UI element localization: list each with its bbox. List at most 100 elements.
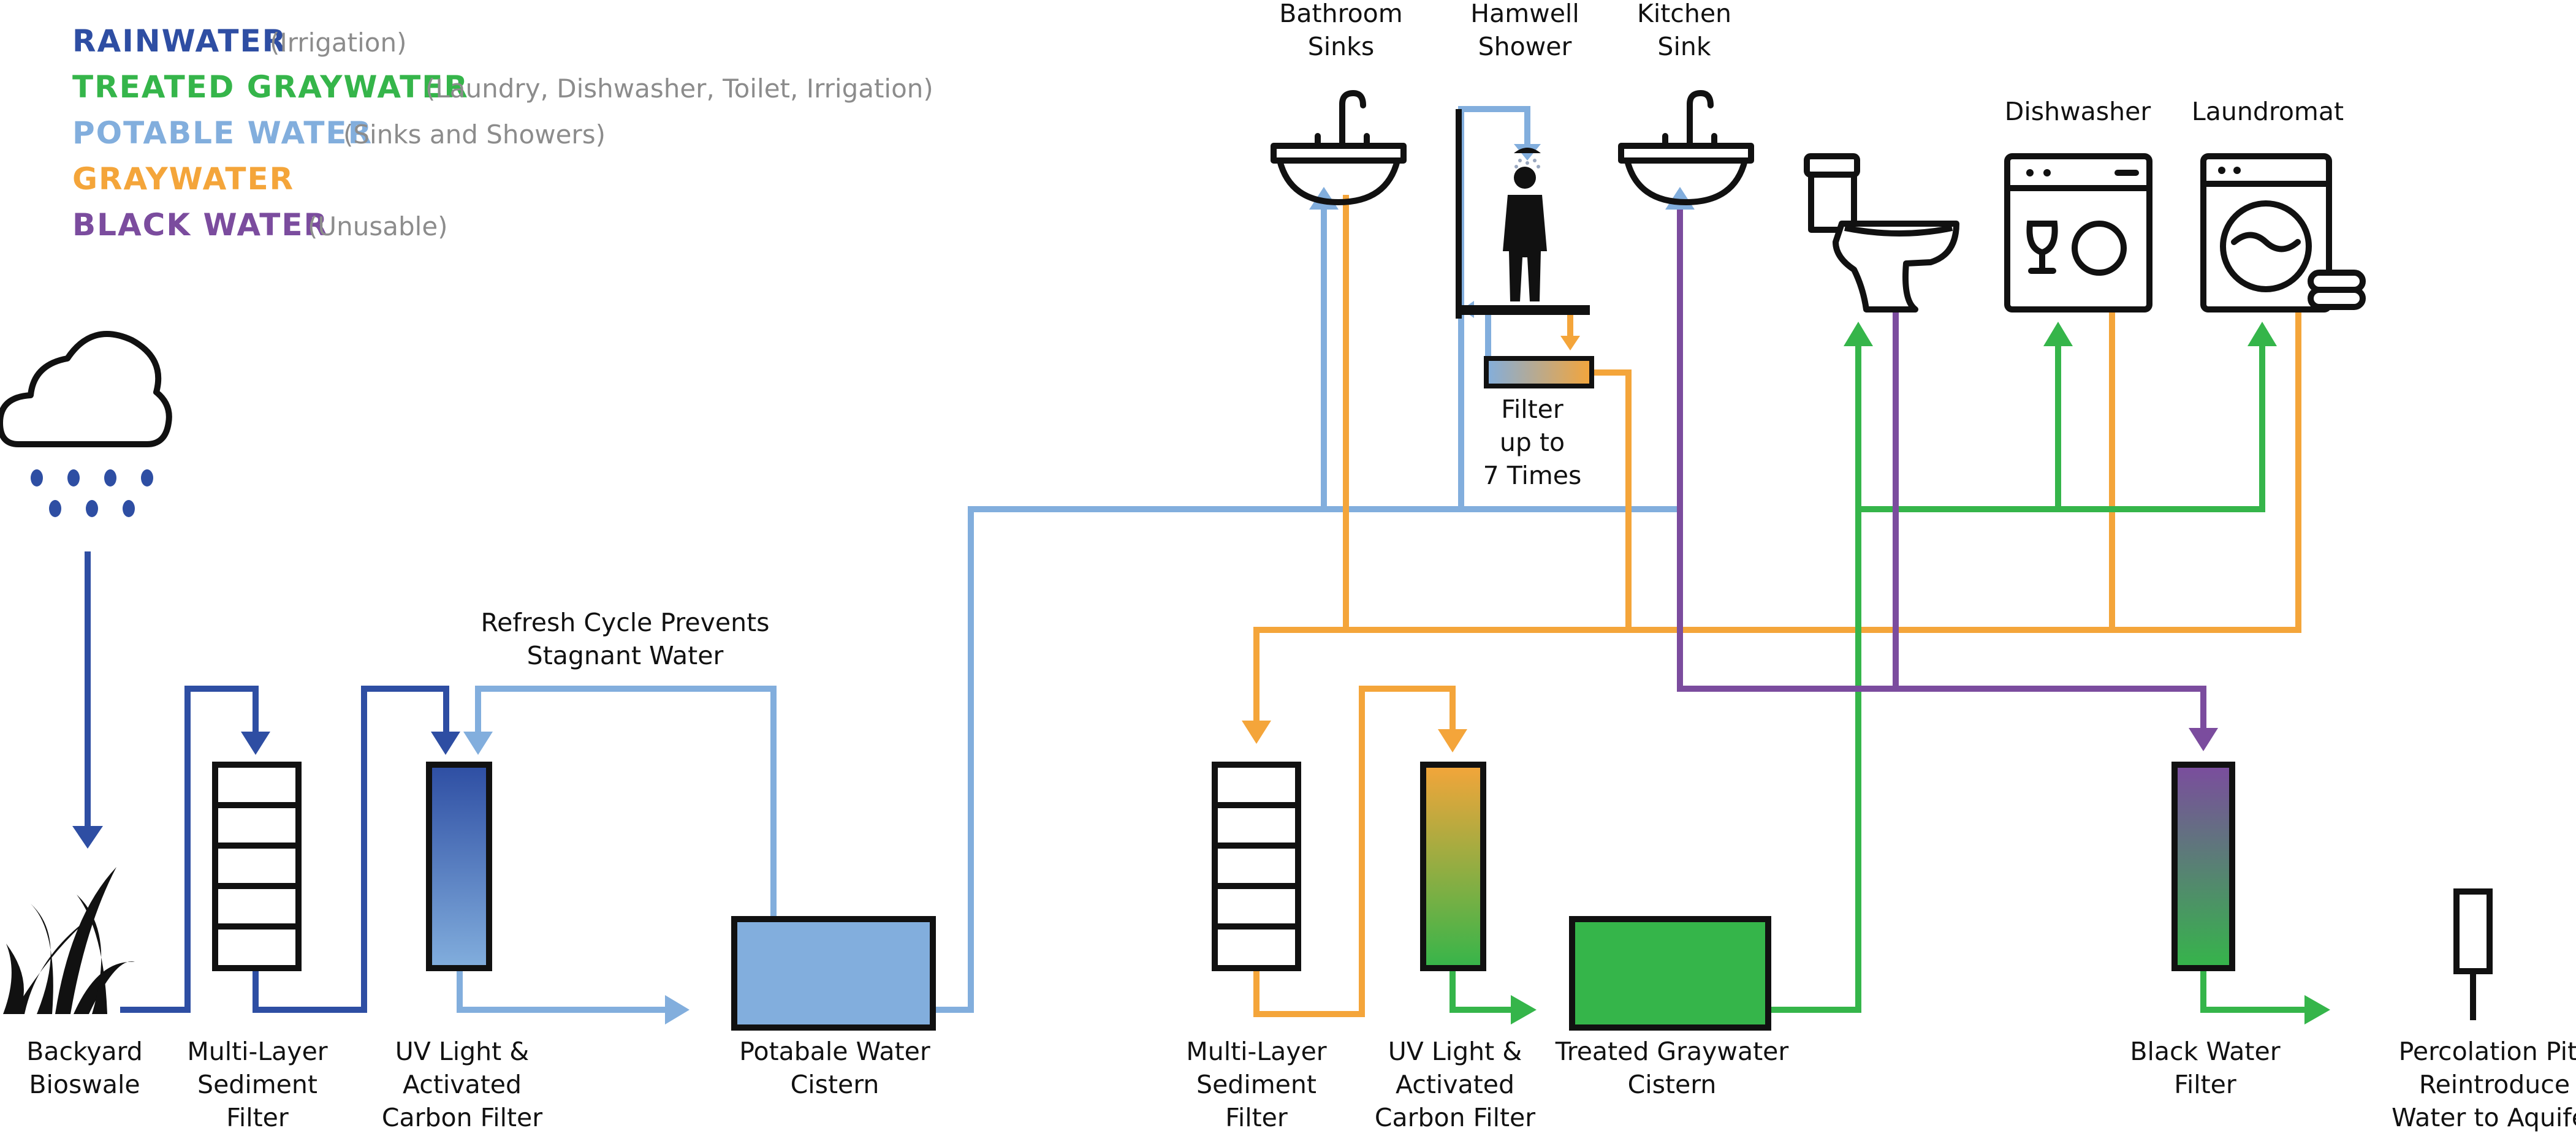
legend-note: (Laundry, Dishwasher, Toilet, Irrigation… (425, 74, 933, 104)
label-line: Laundromat (2192, 97, 2344, 126)
label-line: Filter (226, 1103, 289, 1132)
legend-item: TREATED GRAYWATER (Laundry, Dishwasher, … (72, 69, 933, 105)
pipe-shower-filter-out (1592, 369, 1632, 630)
pipe-black-filter-out (2200, 968, 2311, 1013)
label-kitchen-sink: Kitchen Sink (1637, 0, 1731, 61)
potable-pipes (457, 106, 1683, 1013)
shower-icon (1456, 109, 1590, 319)
label-laundromat: Laundromat (2192, 97, 2344, 126)
label-line: Sinks (1308, 32, 1375, 61)
label-line: Cistern (1628, 1070, 1717, 1099)
label-line: Sink (1657, 32, 1711, 61)
arrow-head (1438, 729, 1467, 752)
arrow-head (665, 995, 690, 1024)
pipe-uv-to-gray-cistern (1449, 968, 1517, 1013)
label-sediment-filter-2: Multi-Layer Sediment Filter (1186, 1037, 1326, 1132)
label-line: Refresh Cycle Prevents (481, 608, 769, 637)
black-water-pipes (1677, 195, 2206, 730)
label-line: Bioswale (29, 1070, 140, 1099)
legend-name: BLACK WATER (72, 207, 329, 243)
label-line: Activated (403, 1070, 522, 1099)
label-line: Potabale Water (739, 1037, 930, 1066)
legend-item: RAINWATER (Irrigation) (72, 23, 406, 59)
label-line: Hamwell (1470, 0, 1579, 28)
label-line: 7 Times (1483, 461, 1582, 490)
black-water-filter (2171, 762, 2235, 971)
legend-note: (Sinks and Showers) (343, 119, 606, 150)
uv-carbon-filter-1 (426, 762, 492, 971)
label-line: Black Water (2130, 1037, 2280, 1066)
legend: RAINWATER (Irrigation) TREATED GRAYWATER… (72, 23, 933, 243)
label-line: Filter (1501, 395, 1563, 424)
label-bathroom-sinks: Bathroom Sinks (1279, 0, 1402, 61)
label-line: Reintroduce (2419, 1070, 2570, 1099)
label-line: Sediment (197, 1070, 317, 1099)
label-line: Percolation Pits (2399, 1037, 2576, 1066)
pipe-kitchen-drain (1677, 195, 2206, 730)
label-line: Carbon Filter (1375, 1103, 1535, 1132)
label-black-water-filter: Black Water Filter (2130, 1037, 2280, 1099)
arrow-head (1511, 995, 1537, 1024)
pipe-refresh-cycle (475, 686, 777, 919)
label-sediment-filter-1: Multi-Layer Sediment Filter (187, 1037, 327, 1132)
label-uv-filter-1: UV Light & Activated Carbon Filter (382, 1037, 542, 1132)
label-line: UV Light & (395, 1037, 529, 1066)
arrow-head (1560, 336, 1580, 350)
label-line: Shower (1478, 32, 1572, 61)
label-line: UV Light & (1388, 1037, 1522, 1066)
sink-icon (1271, 90, 1407, 205)
label-line: Filter (2174, 1070, 2236, 1099)
sink-icon (1618, 90, 1754, 205)
label-line: Dishwasher (2005, 97, 2151, 126)
treated-graywater-cistern (1569, 916, 1771, 1031)
sediment-filter-2 (1212, 762, 1301, 971)
rain-cloud-icon (0, 331, 172, 517)
label-line: Sediment (1196, 1070, 1316, 1099)
sediment-filter-1 (212, 762, 302, 971)
legend-item: BLACK WATER (Unusable) (72, 207, 448, 243)
component-labels: Backyard Bioswale Multi-Layer Sediment F… (26, 0, 2576, 1132)
arrow-head (463, 732, 493, 755)
label-treated-graywater-cistern: Treated Graywater Cistern (1555, 1037, 1789, 1099)
label-uv-filter-2: UV Light & Activated Carbon Filter (1375, 1037, 1535, 1132)
label-line: Treated Graywater (1555, 1037, 1789, 1066)
pipe-uv-to-potable-cistern (457, 968, 671, 1013)
arrow-head (1242, 721, 1271, 744)
arrow-head (2304, 995, 2330, 1024)
label-potable-cistern: Potabale Water Cistern (739, 1037, 930, 1099)
label-line: up to (1500, 428, 1565, 457)
label-line: Bathroom (1279, 0, 1402, 28)
label-line: Filter (1225, 1103, 1288, 1132)
label-line: Kitchen (1637, 0, 1731, 28)
arrow-head (2043, 322, 2073, 346)
arrow-head (241, 732, 270, 755)
label-backyard-bioswale: Backyard Bioswale (26, 1037, 143, 1099)
label-line: Water to Aquifer (2392, 1103, 2576, 1132)
arrowheads (72, 144, 2330, 1024)
label-line: Cistern (791, 1070, 880, 1099)
arrow-head (2189, 728, 2218, 751)
pipe-shower-filter-return (1472, 306, 1491, 362)
legend-name: TREATED GRAYWATER (72, 69, 469, 105)
legend-name: GRAYWATER (72, 161, 294, 197)
dishwasher-icon (2004, 153, 2152, 312)
shower-filter (1484, 356, 1594, 388)
treated-graywater-pipes (1449, 343, 2311, 1013)
arrow-head (2247, 322, 2277, 346)
arrow-head (72, 826, 103, 849)
legend-name: RAINWATER (72, 23, 287, 59)
percolation-pit-icon (2453, 888, 2493, 1020)
label-percolation-pits: Percolation Pits Reintroduce Water to Aq… (2392, 1037, 2576, 1132)
pipe-bioswale-to-sediment (120, 686, 259, 1013)
arrow-head (1844, 322, 1873, 346)
toilet-icon (1804, 153, 1959, 312)
washing-machine-icon (2200, 153, 2366, 312)
potable-water-cistern (731, 916, 936, 1031)
label-line: Backyard (26, 1037, 143, 1066)
pipe-graywater-collector (1253, 311, 2301, 723)
label-line: Multi-Layer (1186, 1037, 1326, 1066)
label-line: Stagnant Water (527, 641, 724, 670)
label-line: Carbon Filter (382, 1103, 542, 1132)
